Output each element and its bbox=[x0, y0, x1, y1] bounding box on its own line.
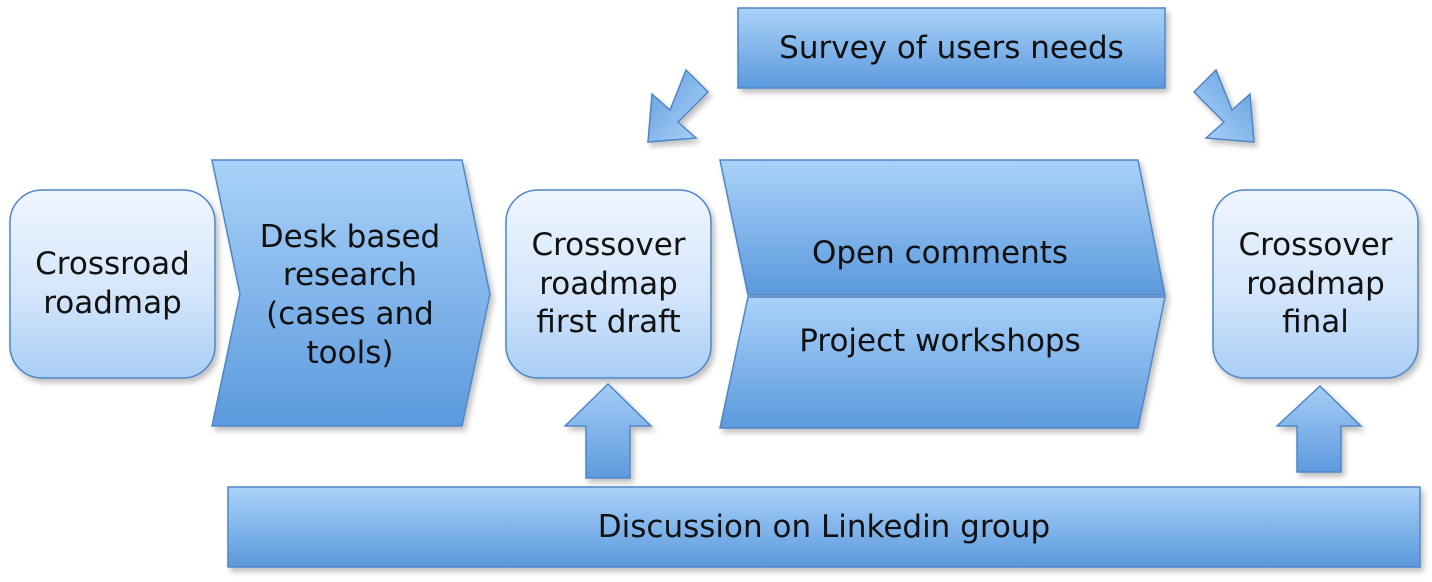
linkedin-box bbox=[227, 486, 1421, 568]
arrow-down-right-icon bbox=[1192, 68, 1255, 143]
crossroad-roadmap-box bbox=[9, 189, 216, 379]
first-draft-box bbox=[505, 189, 712, 379]
open-comments-shape bbox=[719, 159, 1166, 296]
final-roadmap-box bbox=[1212, 189, 1419, 379]
arrow-up-icon bbox=[563, 382, 653, 479]
survey-box bbox=[737, 7, 1166, 89]
desk-research-chevron bbox=[211, 159, 491, 427]
arrow-down-left-icon bbox=[647, 68, 710, 143]
project-workshops-shape bbox=[719, 296, 1166, 429]
arrow-up-icon bbox=[1275, 384, 1363, 473]
